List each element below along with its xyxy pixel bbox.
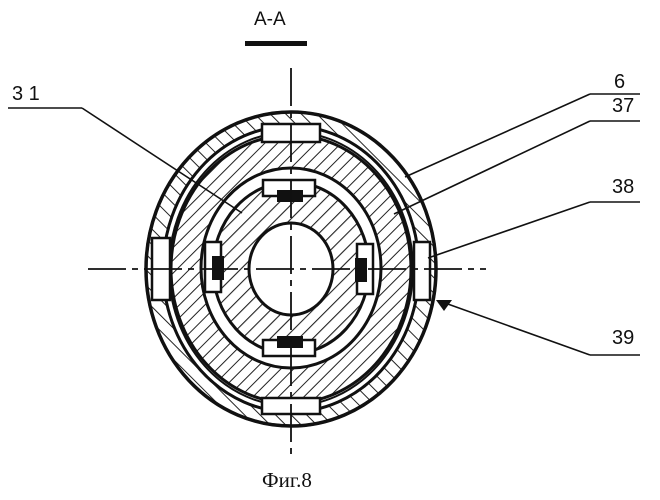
callout-39: 39: [612, 328, 634, 348]
callout-38: 38: [612, 177, 634, 197]
callout-37: 37: [612, 96, 634, 116]
section-indicator-bar: [245, 41, 307, 46]
figure-caption: Фиг.8: [262, 470, 312, 491]
section-label: А-А: [254, 10, 286, 29]
callout-6: 6: [614, 72, 625, 92]
callout-31: 3 1: [12, 84, 40, 104]
leader-arrowhead-39: [436, 300, 452, 311]
